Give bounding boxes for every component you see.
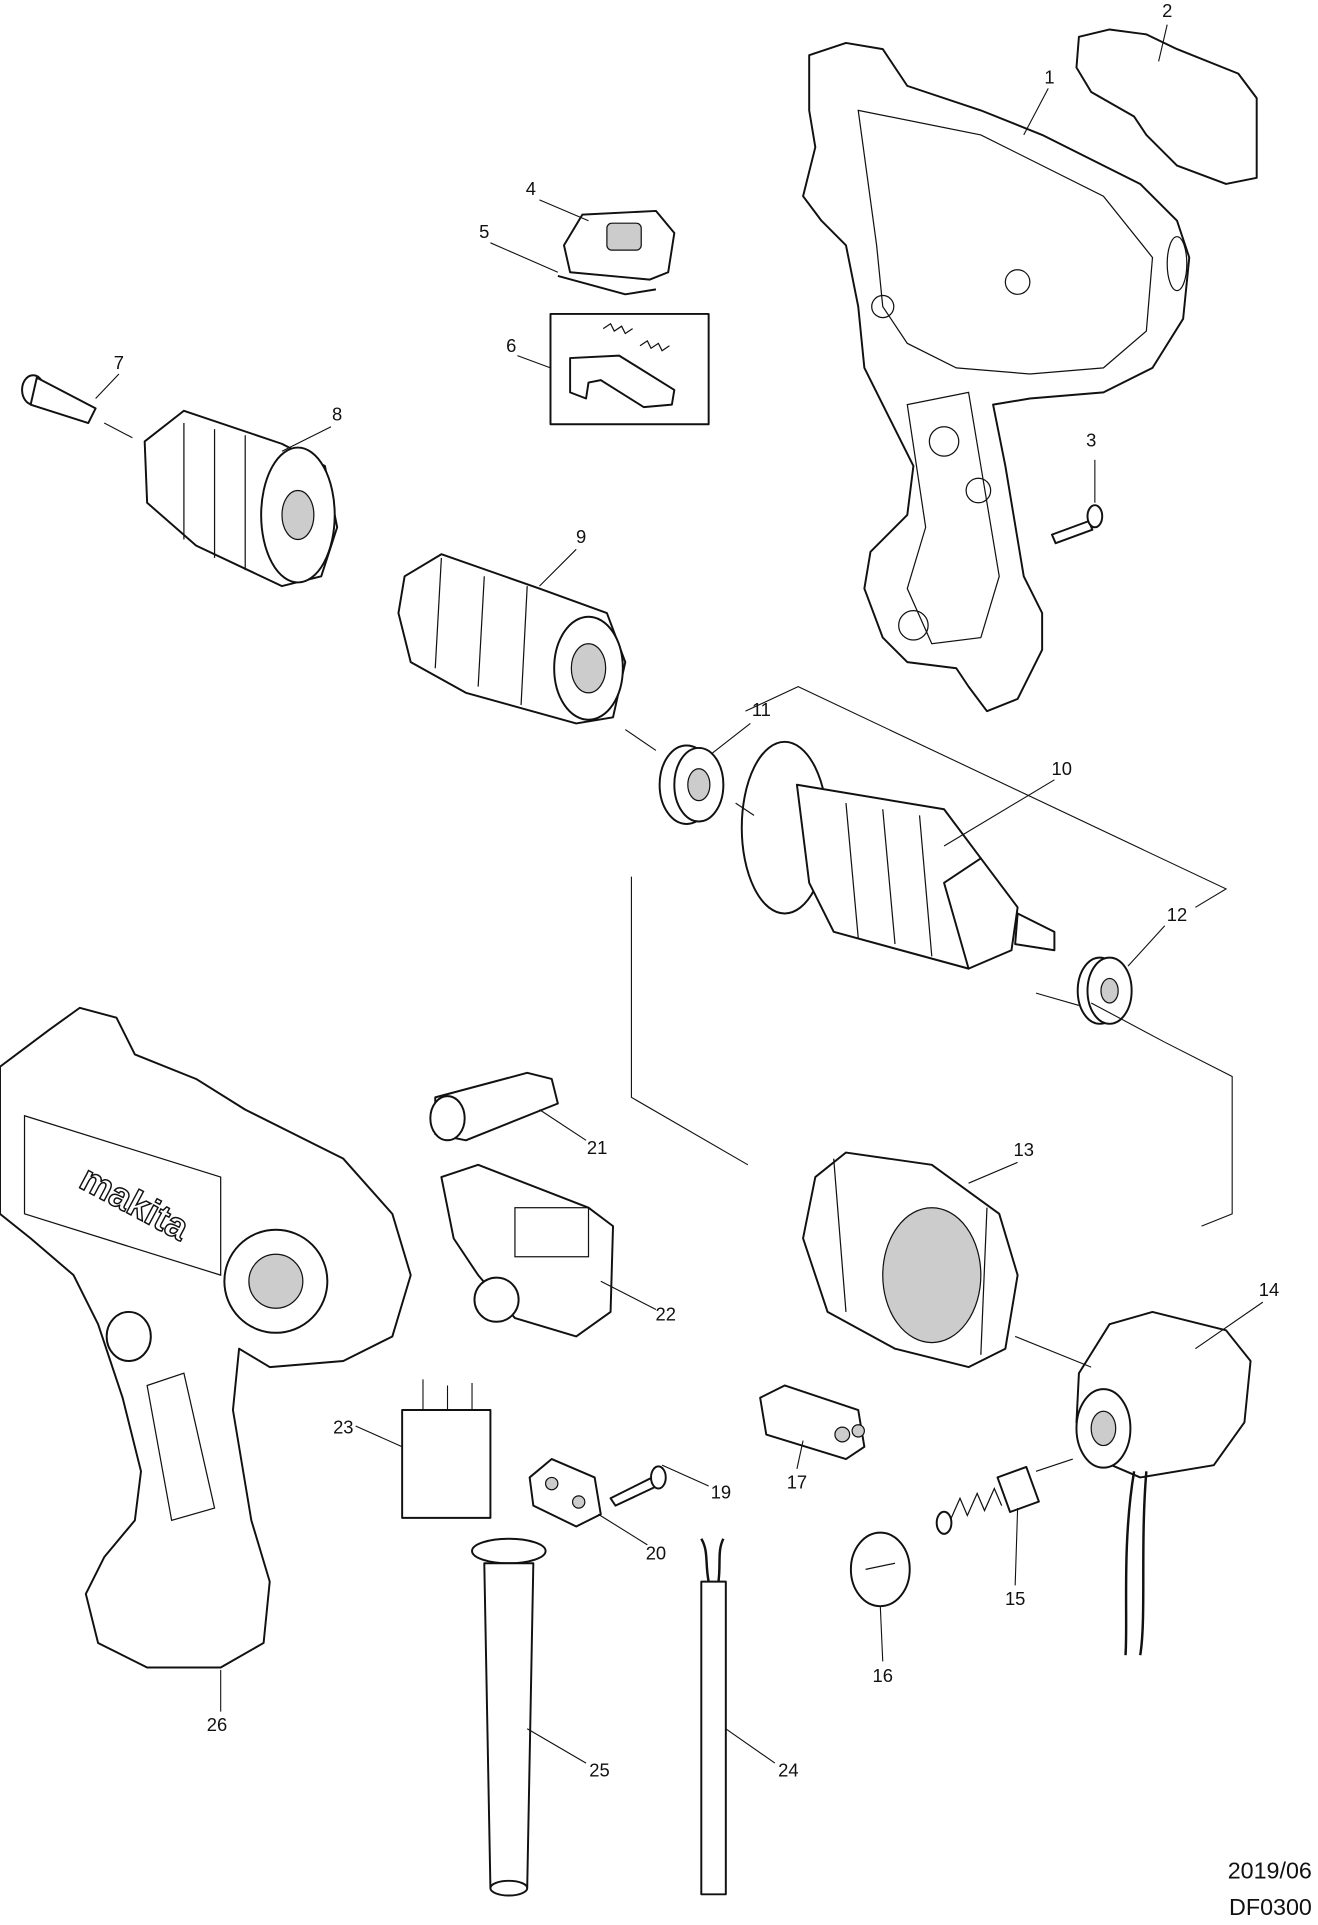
label-part-10: 10 xyxy=(1052,758,1072,779)
label-part-26: 26 xyxy=(207,1714,227,1735)
part-number-labels: 2 1 4 5 6 7 8 3 9 11 10 12 21 13 14 22 2… xyxy=(114,0,1279,1780)
label-part-22: 22 xyxy=(656,1304,676,1325)
part-19-tapping-screw xyxy=(609,1465,667,1507)
part-15-carbon-brush xyxy=(935,1458,1073,1535)
label-part-24: 24 xyxy=(778,1760,798,1781)
part-25-cord-guard-tube xyxy=(471,1537,547,1897)
label-part-25: 25 xyxy=(589,1760,609,1781)
part-5-leaf-spring xyxy=(557,274,657,296)
label-part-23: 23 xyxy=(333,1416,353,1437)
part-7-bolt xyxy=(21,374,133,439)
label-part-12: 12 xyxy=(1167,904,1187,925)
part-12-ball-bearing xyxy=(1076,956,1133,1025)
part-14-brush-holder xyxy=(1075,1310,1252,1656)
label-part-9: 9 xyxy=(576,526,586,547)
part-16-brush-holder-cap xyxy=(849,1531,911,1608)
label-part-15: 15 xyxy=(1005,1588,1025,1609)
label-part-1: 1 xyxy=(1044,66,1054,87)
part-3-tapping-screw xyxy=(1050,459,1104,545)
assembly-leader-lines xyxy=(624,686,1233,1227)
part-20-cord-guard xyxy=(528,1458,602,1528)
part-26-housing-set: makita xyxy=(0,1006,412,1669)
label-part-5: 5 xyxy=(479,221,489,242)
part-22-switch xyxy=(440,1163,615,1338)
part-21-insulation-tube xyxy=(429,1071,559,1142)
label-part-3: 3 xyxy=(1086,429,1096,450)
label-part-19: 19 xyxy=(711,1481,731,1502)
label-leader-lines xyxy=(95,24,1264,1764)
model-code: DF0300 xyxy=(1229,1894,1312,1920)
label-part-2: 2 xyxy=(1162,0,1172,21)
label-part-14: 14 xyxy=(1259,1279,1279,1300)
label-part-8: 8 xyxy=(332,404,342,425)
part-8-drill-chuck xyxy=(143,409,339,588)
label-part-4: 4 xyxy=(526,178,536,199)
part-23-capacitor xyxy=(401,1379,492,1519)
label-part-16: 16 xyxy=(873,1665,893,1686)
part-6-shift-knob-set xyxy=(549,312,710,426)
label-part-11: 11 xyxy=(752,699,771,720)
part-9-gear-assembly xyxy=(397,553,627,725)
part-10-armature xyxy=(740,740,1056,970)
part-2-name-plate xyxy=(1075,28,1258,185)
label-part-21: 21 xyxy=(587,1137,607,1158)
label-part-6: 6 xyxy=(506,335,516,356)
part-17-insulation-sleeve xyxy=(759,1384,866,1461)
label-part-17: 17 xyxy=(787,1471,807,1492)
label-part-20: 20 xyxy=(646,1543,666,1564)
part-24-cord xyxy=(700,1538,727,1896)
part-11-ball-bearing xyxy=(658,744,725,825)
part-1-housing xyxy=(802,41,1191,713)
label-part-13: 13 xyxy=(1014,1139,1034,1160)
part-4-switch-lever xyxy=(563,209,676,281)
revision-date: 2019/06 xyxy=(1228,1857,1312,1883)
label-part-7: 7 xyxy=(114,352,124,373)
part-13-field-stator xyxy=(802,1151,1019,1369)
